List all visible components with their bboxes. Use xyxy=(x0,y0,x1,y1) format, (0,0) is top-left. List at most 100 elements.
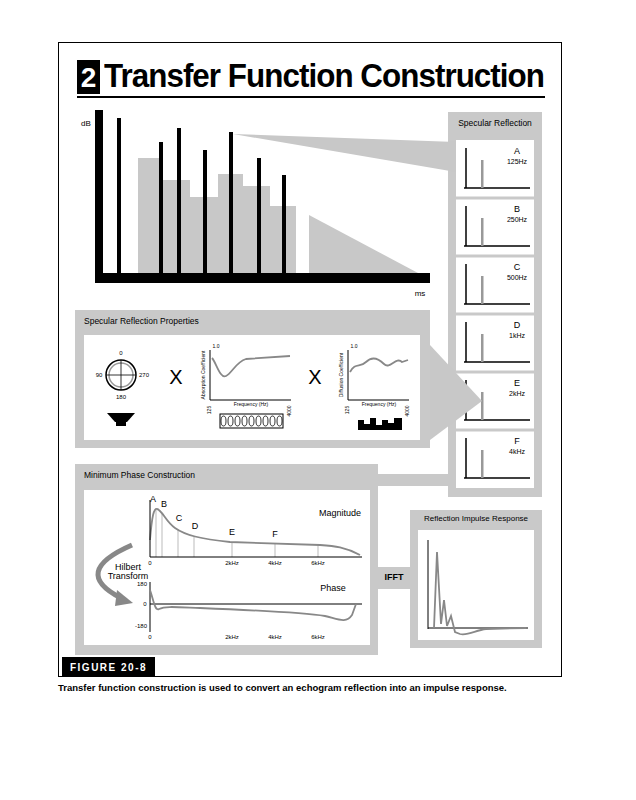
drawn-path xyxy=(212,356,290,376)
drawn-rect xyxy=(257,158,261,273)
band-marker: A xyxy=(150,495,156,504)
drawn-path xyxy=(150,590,356,620)
reflection-spike xyxy=(481,450,484,478)
polar-angle: 90 xyxy=(96,372,103,378)
axis-label: dB xyxy=(81,120,91,128)
drawn-line xyxy=(318,545,319,557)
drawn-line xyxy=(232,542,233,557)
band-letter: C xyxy=(502,263,532,273)
panel-heading: Specular Reflection Properties xyxy=(84,317,199,326)
band-frequency: 2kHz xyxy=(500,390,534,398)
band-marker: E xyxy=(229,528,235,537)
band-letter: A xyxy=(502,147,532,157)
drawn-line xyxy=(194,537,195,557)
band-marker: B xyxy=(161,500,167,509)
drawn-path xyxy=(434,552,526,634)
drawn-line xyxy=(150,604,362,605)
reflection-spike xyxy=(481,334,484,362)
axis-value: 1.0 xyxy=(351,344,358,349)
drawn-rect xyxy=(220,414,283,428)
axis-value: 4kHz xyxy=(268,634,282,640)
axis-value: -180 xyxy=(135,623,147,629)
magnitude-plot xyxy=(150,500,362,557)
band-frequency: 1kHz xyxy=(500,332,534,340)
band-letter: D xyxy=(502,321,532,331)
figure-frame xyxy=(59,43,562,677)
axis-value: 125 xyxy=(207,406,212,414)
caption: Transfer function construction is used t… xyxy=(58,682,628,694)
panel: Reflection Impulse Response xyxy=(410,510,542,648)
drawn-line xyxy=(121,360,122,390)
drawn-rect xyxy=(117,118,121,273)
cell-divider xyxy=(456,371,534,374)
axis-label: Frequency (Hz) xyxy=(234,402,268,407)
multiply-sign: X xyxy=(169,367,182,388)
cell-axis xyxy=(464,361,530,363)
band-cell: D1kHz xyxy=(456,314,534,372)
figure-number: FIGURE 20-8 xyxy=(70,662,147,673)
drawn-line xyxy=(348,350,349,400)
panel-heading: Reflection Impulse Response xyxy=(413,515,539,524)
panel-heading: Specular Reflection xyxy=(451,119,539,128)
drawn-line xyxy=(156,510,157,557)
drawn-polygon xyxy=(115,590,133,606)
drawn-line xyxy=(178,530,179,557)
panel-heading: Minimum Phase Construction xyxy=(84,471,195,480)
drawn-line xyxy=(348,400,409,401)
band-marker: D xyxy=(192,522,199,531)
cell-axis xyxy=(464,477,530,479)
cell-axis xyxy=(465,148,467,188)
connector-band xyxy=(377,567,411,589)
axis-value: 0 xyxy=(148,560,151,566)
cell-divider xyxy=(456,429,534,432)
diffusion-chart xyxy=(348,350,409,400)
band-cell: B250Hz xyxy=(456,198,534,256)
cell-axis xyxy=(465,322,467,362)
panel-inner xyxy=(456,140,534,488)
zoom-wedge xyxy=(233,134,456,172)
drawn-polygon xyxy=(107,413,135,422)
band-cell: A125Hz xyxy=(456,140,534,198)
cell-axis xyxy=(464,303,530,305)
axis-label: Absorption Coefficient xyxy=(201,351,206,400)
drawn-rect xyxy=(116,422,126,426)
cell-divider xyxy=(456,255,534,258)
leader-wedge xyxy=(430,345,482,440)
reflection-spike xyxy=(481,392,484,420)
phase-plot xyxy=(150,582,362,632)
cell-axis xyxy=(465,438,467,478)
cell-axis xyxy=(464,419,530,421)
cell-divider xyxy=(456,197,534,200)
drawn-line xyxy=(150,582,151,632)
plot-title: Magnitude xyxy=(319,509,361,518)
axis-value: 4000 xyxy=(287,405,292,416)
band-frequency: 125Hz xyxy=(500,158,534,166)
absorber-symbol xyxy=(220,414,283,428)
band-frequency: 250Hz xyxy=(500,216,534,224)
edge-label: IFFT xyxy=(383,572,406,583)
axis-value: 180 xyxy=(137,581,147,587)
band-frequency: 500Hz xyxy=(500,274,534,282)
reflection-spike xyxy=(481,218,484,246)
drawn-rect xyxy=(229,132,233,273)
axis-value: 0 xyxy=(143,601,146,607)
band-cell: E2kHz xyxy=(456,372,534,430)
drawn-rect xyxy=(243,186,270,273)
drawn-line xyxy=(150,557,362,558)
drawn-rect xyxy=(282,175,286,273)
panel-inner xyxy=(84,490,370,645)
band-marker: F xyxy=(272,530,278,539)
title: Transfer Function Construction xyxy=(104,59,544,92)
title-rule xyxy=(77,96,545,98)
polar-plot xyxy=(106,360,136,390)
drawn-circle xyxy=(106,360,136,390)
panel: Specular ReflectionA125HzB250HzC500HzD1k… xyxy=(448,112,542,497)
axis-value: 125 xyxy=(345,406,350,414)
speaker-symbol xyxy=(107,413,135,426)
axis-value: 2kHz xyxy=(225,560,239,566)
drawn-line xyxy=(210,400,291,401)
band-marker: C xyxy=(176,514,183,523)
cell-divider xyxy=(456,313,534,316)
drawn-rect xyxy=(160,180,190,273)
